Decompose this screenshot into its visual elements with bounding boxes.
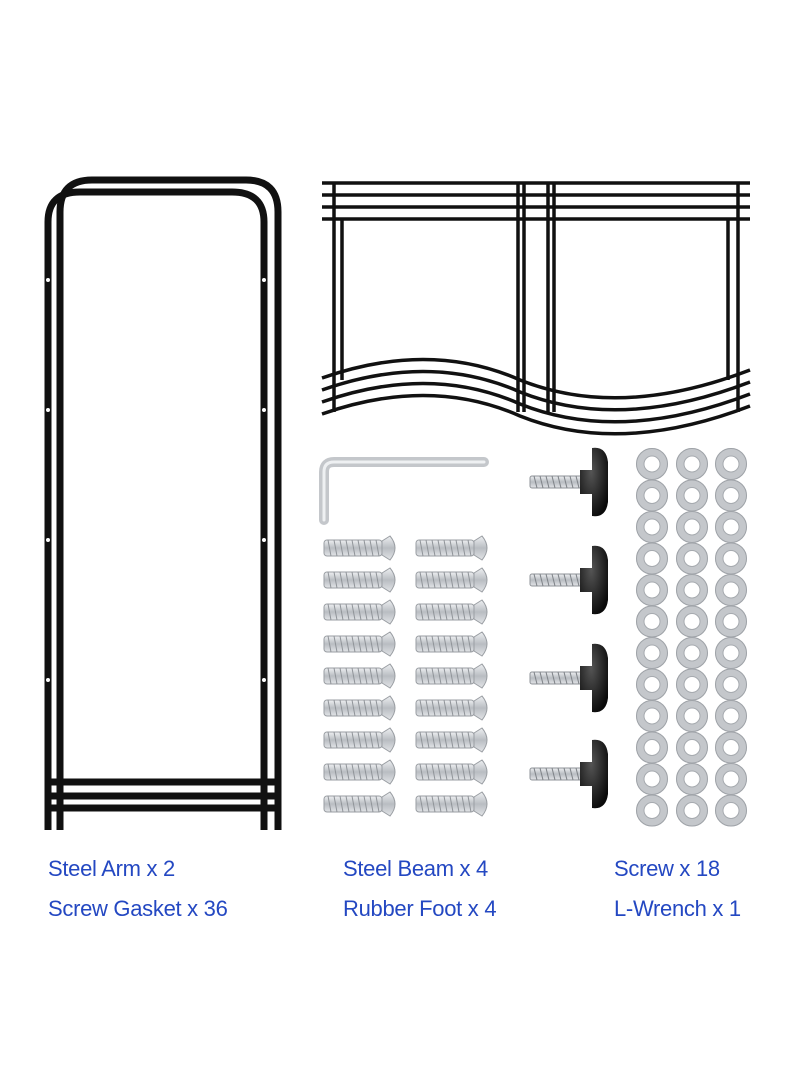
gasket-icon — [715, 637, 747, 669]
gasket-icon — [676, 794, 708, 827]
gasket-icon — [636, 574, 668, 606]
rubber-foot-icon — [529, 447, 608, 517]
gasket-icon — [715, 763, 747, 795]
screw-gasket-label: Screw Gasket x 36 — [48, 896, 228, 921]
screw-icon — [415, 695, 488, 721]
gasket-icon — [636, 731, 668, 764]
screw-gaskets — [636, 448, 747, 827]
screw-icon — [323, 599, 396, 625]
l-wrench-icon — [319, 457, 489, 525]
steel-beam-label: Steel Beam x 4 — [343, 856, 488, 881]
screw-icon — [323, 727, 396, 753]
screw-icon — [323, 791, 396, 817]
gasket-icon — [715, 794, 747, 827]
steel-arm-label: Steel Arm x 2 — [48, 856, 175, 881]
gasket-icon — [715, 668, 747, 701]
screw-icon — [415, 631, 488, 657]
screw-icon — [415, 535, 488, 561]
screw-icon — [415, 663, 488, 689]
gasket-icon — [676, 542, 708, 575]
screw-icon — [323, 663, 396, 689]
steel-arm-holes — [46, 278, 266, 682]
gasket-icon — [676, 479, 708, 512]
gasket-icon — [715, 511, 747, 543]
gasket-icon — [715, 479, 747, 512]
screw-icon — [323, 535, 396, 561]
screws — [323, 535, 488, 817]
rubber-foot-label: Rubber Foot x 4 — [343, 896, 497, 921]
screw-icon — [323, 567, 396, 593]
parts-photo — [44, 176, 751, 830]
gasket-icon — [715, 700, 747, 732]
gasket-icon — [676, 668, 708, 701]
gasket-icon — [676, 605, 708, 638]
screw-icon — [323, 759, 396, 785]
screw-label: Screw x 18 — [614, 856, 720, 881]
gasket-icon — [715, 731, 747, 764]
steel-beam-rack — [321, 181, 751, 436]
gasket-icon — [636, 763, 668, 795]
screw-icon — [415, 759, 488, 785]
gasket-icon — [715, 574, 747, 606]
gasket-icon — [676, 448, 708, 480]
rubber-foot-icon — [529, 643, 608, 713]
gasket-icon — [676, 574, 708, 606]
rubber-feet — [529, 447, 608, 809]
steel-arm-front — [44, 188, 268, 830]
gasket-icon — [636, 794, 668, 827]
l-wrench-label: L-Wrench x 1 — [614, 896, 741, 921]
gasket-icon — [636, 542, 668, 575]
screw-icon — [323, 695, 396, 721]
gasket-icon — [715, 448, 747, 480]
gasket-icon — [715, 605, 747, 638]
steel-arm-frames — [44, 176, 282, 830]
steel-arm-back — [56, 176, 282, 830]
gasket-icon — [636, 700, 668, 732]
screw-icon — [323, 631, 396, 657]
rubber-foot-icon — [529, 545, 608, 615]
gasket-icon — [676, 731, 708, 764]
screw-icon — [415, 599, 488, 625]
gasket-icon — [636, 511, 668, 543]
screw-icon — [415, 567, 488, 593]
gasket-icon — [676, 511, 708, 543]
gasket-icon — [676, 763, 708, 795]
screw-icon — [415, 727, 488, 753]
screw-icon — [415, 791, 488, 817]
gasket-icon — [676, 637, 708, 669]
gasket-icon — [636, 668, 668, 701]
gasket-icon — [636, 605, 668, 638]
rubber-foot-icon — [529, 739, 608, 809]
gasket-icon — [676, 700, 708, 732]
gasket-icon — [715, 542, 747, 575]
gasket-icon — [636, 637, 668, 669]
gasket-icon — [636, 479, 668, 512]
gasket-icon — [636, 448, 668, 480]
